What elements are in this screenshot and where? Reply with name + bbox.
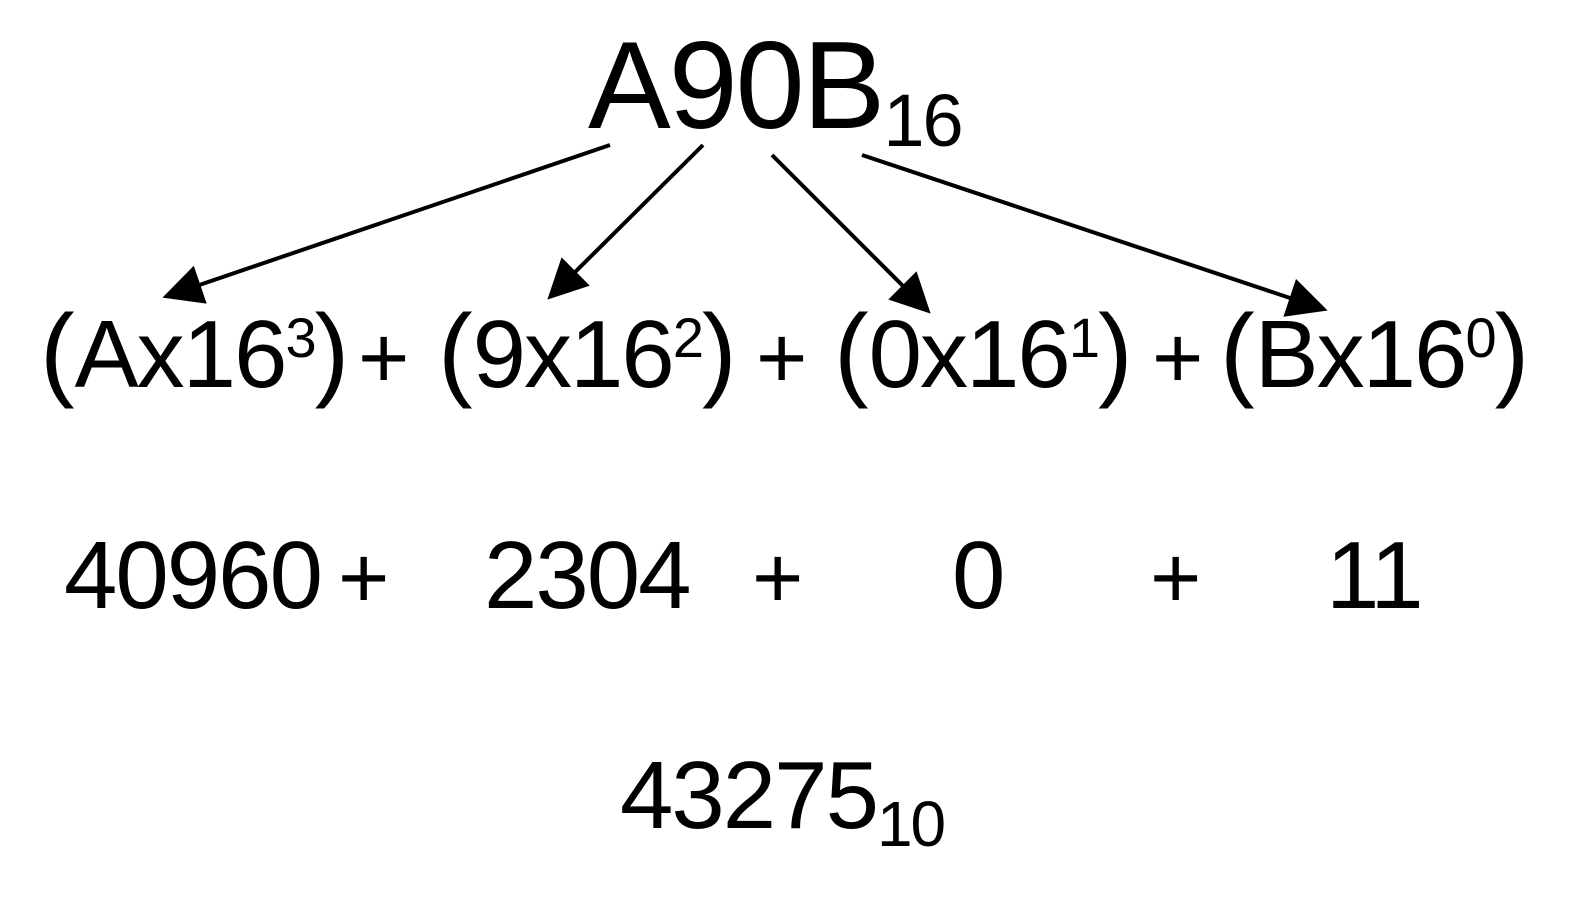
expansion-term-3: (0x161) [834, 294, 1133, 410]
exponent: 2 [672, 306, 704, 369]
exponent: 0 [1465, 306, 1496, 369]
expansion-term-2: (9x162) [438, 294, 737, 410]
arrow-to-term-2 [547, 143, 705, 300]
expansion-terms-row: (Ax163) + (9x162) + (0x161) + (Bx160) [0, 300, 1578, 410]
expansion-term-1: (Ax163) [40, 294, 350, 410]
hex-number-title: A90B16 [588, 24, 964, 158]
result-digits: 43275 [620, 742, 879, 849]
plus-operator: + [1150, 528, 1202, 627]
decimal-result: 4327510 [620, 748, 946, 857]
hex-base-subscript: 16 [883, 79, 963, 162]
plus-operator: + [338, 528, 390, 627]
plus-operator: + [1152, 308, 1204, 407]
arrow-to-term-1 [162, 143, 611, 304]
term-value-3: 0 [952, 522, 1005, 629]
exponent: 3 [285, 306, 316, 369]
plus-operator: + [756, 308, 808, 407]
term-value-1: 40960 [64, 522, 323, 629]
hex-digits: A90B [588, 17, 885, 155]
arrow-to-term-4 [861, 153, 1328, 317]
exponent: 1 [1068, 306, 1100, 369]
term-value-4: 11 [1326, 522, 1424, 629]
term-value-2: 2304 [484, 522, 692, 629]
expansion-term-4: (Bx160) [1220, 294, 1530, 410]
plus-operator: + [752, 528, 804, 627]
result-base-subscript: 10 [876, 788, 946, 860]
term-values-row: 40960 + 2304 + 0 + 11 [0, 528, 1578, 638]
arrow-to-term-3 [770, 153, 931, 314]
plus-operator: + [358, 308, 410, 407]
